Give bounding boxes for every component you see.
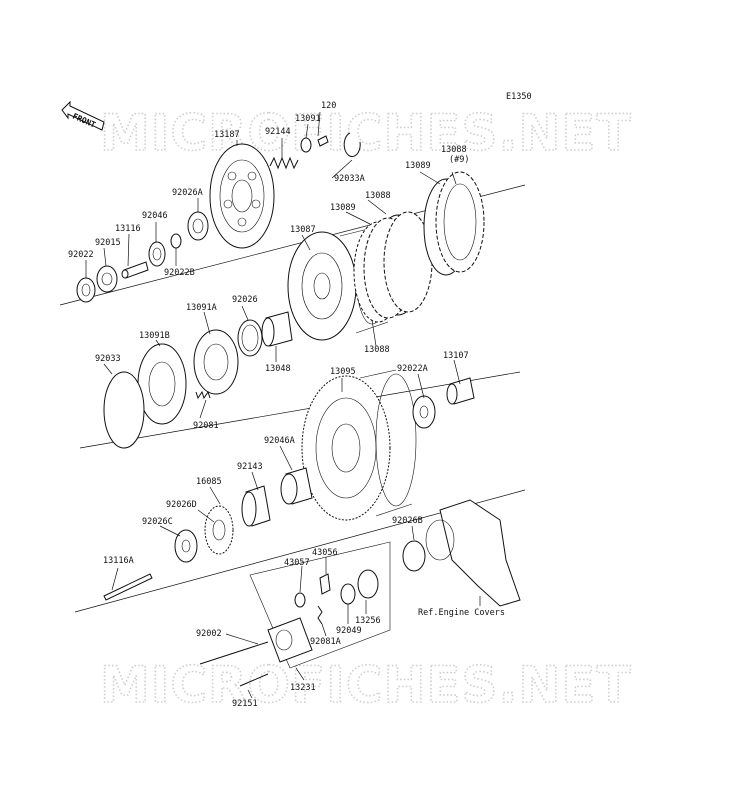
part-13091-holder[interactable] (300, 137, 312, 153)
callout-13116: 13116 (115, 224, 141, 234)
part-13256-bearing[interactable] (357, 569, 379, 599)
callout-13091: 13091 (295, 114, 321, 124)
part-13116a-rod[interactable] (103, 573, 153, 601)
callout-13256: 13256 (355, 616, 381, 626)
callout-92026d: 92026D (166, 500, 197, 510)
part-13048-sleeve[interactable] (261, 311, 293, 347)
callout-120: 120 (321, 101, 336, 111)
callout-92026: 92026 (232, 295, 258, 305)
callout-13088-top: 13088 (441, 145, 467, 155)
part-92026-collar[interactable] (237, 319, 263, 357)
callout-13089-a: 13089 (405, 161, 431, 171)
leader-lines (85, 111, 481, 699)
callout-92049: 92049 (336, 626, 362, 636)
part-43056[interactable] (319, 573, 331, 595)
part-92022a-washer[interactable] (412, 395, 436, 429)
part-92033-circlip[interactable] (103, 371, 145, 449)
release-assembly-box (249, 541, 391, 669)
part-92033a-circlip[interactable] (343, 132, 361, 158)
part-92026b-seal[interactable] (402, 540, 426, 572)
callout-43056: 43056 (312, 548, 338, 558)
part-92015-nut[interactable] (96, 265, 118, 293)
callout-92081a: 92081A (310, 637, 341, 647)
callout-92026c: 92026C (142, 517, 173, 527)
part-92143-needle-bearing[interactable] (280, 467, 313, 505)
part-92022-washer[interactable] (76, 277, 96, 303)
part-92081-spring[interactable] (195, 390, 211, 400)
callout-13231: 13231 (290, 683, 316, 693)
callout-16085: 16085 (196, 477, 222, 487)
callout-92026a: 92026A (172, 188, 203, 198)
callout-92151: 92151 (232, 699, 258, 709)
part-13116-pusher[interactable] (121, 261, 149, 279)
callout-13087: 13087 (290, 225, 316, 235)
part-92026a-spacer[interactable] (187, 211, 209, 241)
callout-13091b: 13091B (139, 331, 170, 341)
part-92022b-washer[interactable] (170, 233, 182, 249)
callout-92002: 92002 (196, 629, 222, 639)
callout-43057: 43057 (284, 558, 310, 568)
callout-9: (#9) (449, 155, 469, 165)
part-13187-pressure-plate[interactable] (209, 143, 275, 249)
callout-92015: 92015 (95, 238, 121, 248)
part-92046-bearing[interactable] (148, 241, 166, 267)
callout-13088-b: 13088 (365, 191, 391, 201)
front-arrow-icon: FRONT (61, 100, 105, 131)
part-13088-13089-right-stack[interactable] (423, 171, 485, 276)
callout-13048: 13048 (265, 364, 291, 374)
callout-13088-c: 13088 (364, 345, 390, 355)
callout-92022b: 92022B (164, 268, 195, 278)
ref-engine-covers: Ref.Engine Covers (418, 608, 505, 618)
callout-92046: 92046 (142, 211, 168, 221)
callout-92033: 92033 (95, 354, 121, 364)
part-engine-cover (425, 499, 521, 607)
part-13091a-plate[interactable] (193, 329, 239, 395)
callout-92026b: 92026B (392, 516, 423, 526)
part-13231-release[interactable] (267, 617, 313, 663)
callout-13095: 13095 (330, 367, 356, 377)
callout-92022: 92022 (68, 250, 94, 260)
callout-13089-b: 13089 (330, 203, 356, 213)
diagram-code: E1350 (506, 92, 532, 102)
part-92026c-washer[interactable] (174, 529, 198, 563)
callout-92046a: 92046A (264, 436, 295, 446)
part-92144-spring[interactable] (269, 156, 299, 170)
watermark-top: MICROFICHES.NET (100, 104, 632, 162)
callout-92081: 92081 (193, 421, 219, 431)
callout-13187: 13187 (214, 130, 240, 140)
callout-92033a: 92033A (334, 174, 365, 184)
part-16085-sleeve[interactable] (241, 485, 271, 527)
callout-92144: 92144 (265, 127, 291, 137)
callout-13116a: 13116A (103, 556, 134, 566)
part-92026d-gear[interactable] (204, 505, 234, 555)
callout-labels: 120 13091 92144 13187 92033A 13088 (#9) … (68, 101, 505, 709)
callout-13091a: 13091A (186, 303, 217, 313)
part-92081a-spring[interactable] (317, 605, 323, 625)
callout-92143: 92143 (237, 462, 263, 472)
part-43057[interactable] (294, 592, 306, 608)
part-92002-bolt[interactable] (199, 641, 269, 665)
part-92151-bolt[interactable] (239, 673, 269, 687)
part-13088-friction-set[interactable] (363, 211, 433, 319)
watermark-bottom: MICROFICHES.NET (100, 656, 632, 714)
part-120-bolt[interactable] (317, 135, 329, 147)
part-13087-clutch-hub[interactable] (287, 227, 389, 341)
callout-92022a: 92022A (397, 364, 428, 374)
callout-13107: 13107 (443, 351, 469, 361)
part-13095-clutch-housing[interactable] (301, 369, 417, 521)
part-92049-oil-seal[interactable] (340, 583, 356, 605)
part-13107-collar[interactable] (446, 377, 475, 405)
part-13091b-plate[interactable] (137, 343, 187, 425)
